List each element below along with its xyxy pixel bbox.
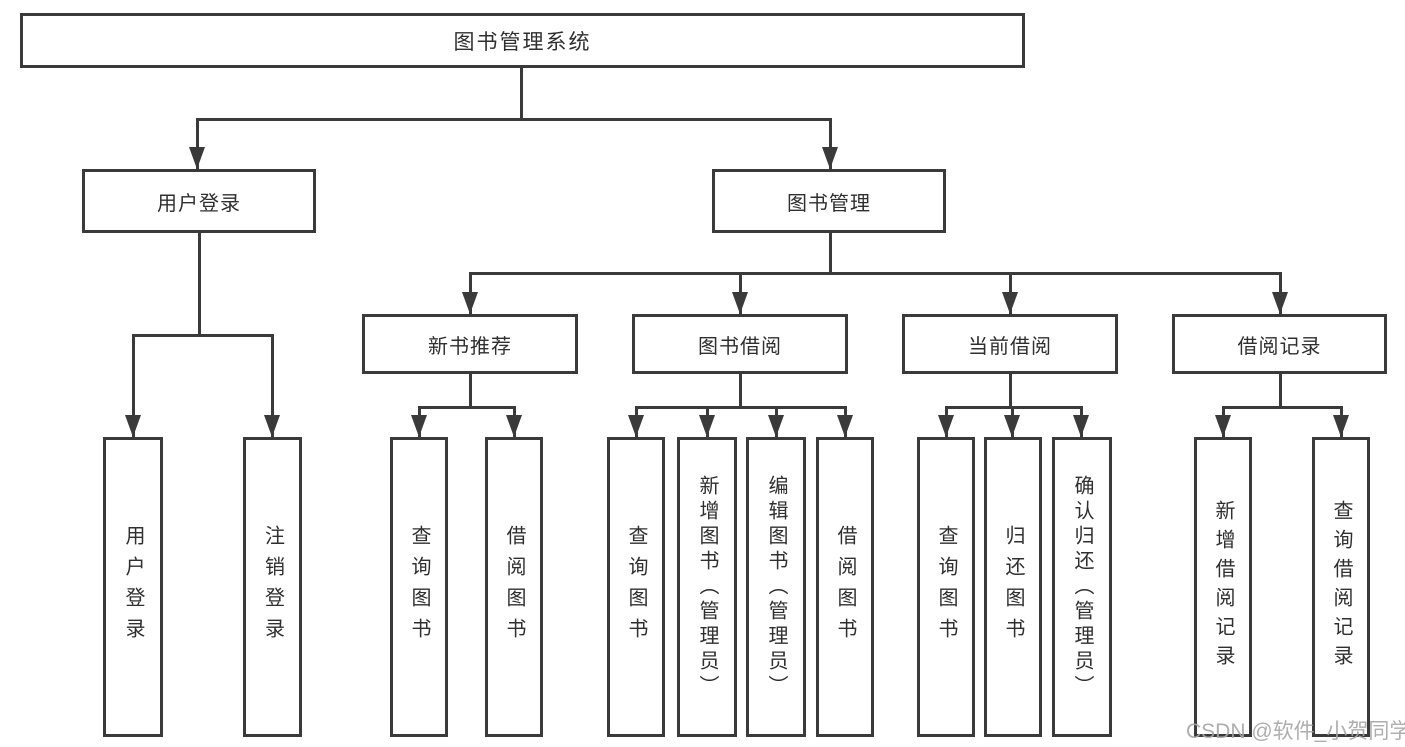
edge-drop-user-login — [196, 118, 199, 169]
arrowhead-leaf-user-login — [125, 415, 141, 437]
arrowhead-borrow-records — [1272, 292, 1288, 314]
arrowhead-cb-return — [1004, 415, 1020, 437]
arrowhead-current-borrow — [1002, 292, 1018, 314]
arrowhead-br-add — [1215, 415, 1231, 437]
arrowhead-book-mgmt — [822, 147, 838, 169]
arrowhead-bb-edit — [768, 415, 784, 437]
leaf-query-borrow-record: 查询借阅记录 — [1312, 437, 1370, 737]
edge-level2-bus — [196, 118, 832, 121]
leaf-borrow-books-borrowing: 借阅图书 — [816, 437, 874, 737]
leaf-add-books-admin: 新增图书（管理员） — [677, 437, 737, 737]
leaf-logout: 注销登录 — [243, 437, 302, 737]
leaf-query-books-borrowing: 查询图书 — [607, 437, 665, 737]
edge-drop-book-mgmt — [829, 118, 832, 169]
leaf-borrow-books-recommend: 借阅图书 — [485, 437, 543, 737]
edge-borrow-records-stem — [1279, 372, 1282, 407]
arrowhead-new-book-rec — [462, 292, 478, 314]
edge-user-login-bus — [132, 334, 274, 337]
edge-current-borrow-stem — [1009, 372, 1012, 407]
arrowhead-cb-confirm — [1073, 415, 1089, 437]
arrowhead-user-login — [189, 147, 205, 169]
leaf-edit-books-admin: 编辑图书（管理员） — [746, 437, 806, 737]
edge-new-book-rec-bus — [418, 406, 516, 409]
edge-new-book-rec-stem — [469, 372, 472, 407]
node-library-management-system: 图书管理系统 — [20, 13, 1025, 68]
leaf-query-books-recommend: 查询图书 — [390, 437, 448, 737]
csdn-watermark: CSDN @软件_小贺同学 — [1186, 720, 1405, 743]
edge-book-mgmt-stem — [829, 233, 832, 274]
edge-level3-bus — [469, 272, 1282, 275]
arrowhead-bb-borrow — [837, 415, 853, 437]
leaf-confirm-return-admin: 确认归还（管理员） — [1052, 437, 1112, 737]
arrowhead-cb-query — [938, 415, 954, 437]
leaf-user-login: 用户登录 — [103, 437, 163, 737]
arrowhead-rec-query — [411, 415, 427, 437]
node-new-book-recommend: 新书推荐 — [362, 314, 578, 374]
arrowhead-bb-query — [628, 415, 644, 437]
node-book-borrowing: 图书借阅 — [632, 314, 848, 374]
arrowhead-bb-add — [699, 415, 715, 437]
edge-book-borrow-stem — [739, 372, 742, 407]
leaf-add-borrow-record: 新增借阅记录 — [1194, 437, 1252, 737]
leaf-query-books-current: 查询图书 — [917, 437, 975, 737]
arrowhead-leaf-logout — [264, 415, 280, 437]
edge-root-stem — [520, 68, 523, 119]
edge-user-login-stem — [198, 233, 201, 335]
arrowhead-br-query — [1333, 415, 1349, 437]
node-user-login: 用户登录 — [82, 169, 316, 233]
arrowhead-book-borrow — [732, 292, 748, 314]
edge-drop-leaf-logout — [271, 334, 274, 437]
edge-borrow-records-bus — [1222, 406, 1342, 409]
node-current-borrowing: 当前借阅 — [902, 314, 1118, 374]
edge-book-borrow-bus — [635, 406, 846, 409]
edge-drop-leaf-user-login — [132, 334, 135, 437]
arrowhead-rec-borrow — [506, 415, 522, 437]
node-book-management: 图书管理 — [712, 169, 946, 233]
node-borrowing-records: 借阅记录 — [1172, 314, 1387, 374]
leaf-return-books: 归还图书 — [984, 437, 1042, 737]
edge-current-borrow-bus — [945, 406, 1083, 409]
